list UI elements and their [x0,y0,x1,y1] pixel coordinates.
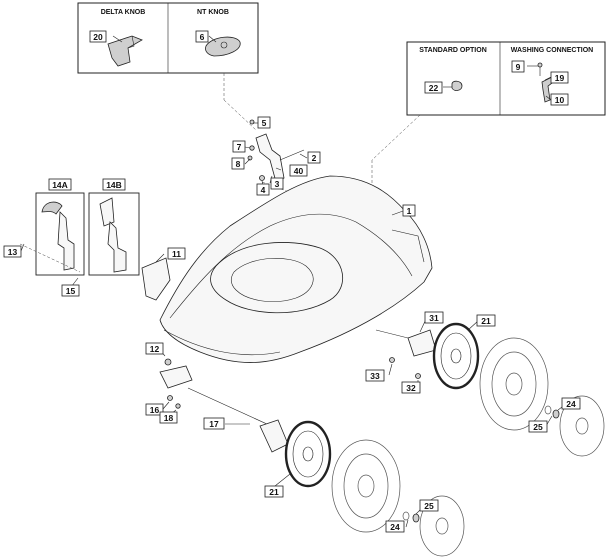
rear-hub-disc-21 [432,322,480,390]
rear-tire [479,337,549,431]
rear-axle-assembly [375,329,441,379]
svg-text:21: 21 [481,316,491,326]
svg-text:10: 10 [555,95,565,105]
height-adjuster-assembly [247,119,305,183]
callout-13: 13 [3,245,22,258]
callout-22: 22 [424,81,443,94]
svg-text:9: 9 [516,62,521,72]
svg-text:33: 33 [370,371,380,381]
callout-11: 11 [167,247,186,260]
svg-text:15: 15 [66,286,76,296]
svg-text:14B: 14B [106,180,122,190]
callout-21-rear: 21 [476,314,496,327]
svg-text:8: 8 [236,159,241,169]
svg-text:18: 18 [164,413,174,423]
svg-text:22: 22 [429,83,439,93]
rear-bracket-part-11 [141,257,171,301]
callout-17: 17 [203,417,225,430]
callout-4: 4 [256,183,270,196]
svg-text:31: 31 [429,313,439,323]
callout-12: 12 [145,342,164,355]
standard-washing-options-box: STANDARD OPTION WASHING CONNECTION [406,41,606,116]
callout-25-rear: 25 [528,420,548,433]
svg-text:24: 24 [390,522,400,532]
nt-knob-title: NT KNOB [197,9,229,16]
svg-text:20: 20 [93,32,103,42]
knob-14a-box [35,192,85,276]
svg-text:25: 25 [533,422,543,432]
callout-21-front: 21 [264,485,284,498]
svg-text:4: 4 [261,185,266,195]
callout-40: 40 [289,164,308,177]
svg-text:1: 1 [407,206,412,216]
callout-33: 33 [365,369,385,382]
svg-text:5: 5 [262,118,267,128]
callout-16: 16 [145,403,164,416]
callout-20: 20 [89,30,107,43]
callout-3: 3 [270,177,284,190]
svg-text:6: 6 [200,32,205,42]
svg-text:7: 7 [237,142,242,152]
callout-18: 18 [159,411,178,424]
svg-text:40: 40 [294,166,304,176]
svg-text:17: 17 [209,419,219,429]
standard-option-title: STANDARD OPTION [419,47,487,54]
svg-text:14A: 14A [52,180,68,190]
screw-part-9 [537,62,543,68]
svg-text:19: 19 [555,73,565,83]
callout-15: 15 [61,284,80,297]
svg-text:13: 13 [8,247,18,257]
svg-text:2: 2 [312,153,317,163]
svg-text:12: 12 [150,344,160,354]
callout-24-rear: 24 [561,397,581,410]
callout-31: 31 [424,311,444,324]
callout-5: 5 [257,116,271,129]
callout-14b: 14B [102,178,126,191]
plug-part-22 [451,80,463,91]
callout-19: 19 [550,71,569,84]
callout-8: 8 [231,157,245,170]
knob-options-box: DELTA KNOB NT KNOB [77,2,259,74]
callout-9: 9 [511,60,525,73]
svg-text:21: 21 [269,487,279,497]
callout-24-front: 24 [385,520,405,533]
knob-14b-box [88,192,140,276]
front-tire [331,439,401,533]
callout-32: 32 [401,381,421,394]
svg-text:32: 32 [406,383,416,393]
svg-text:24: 24 [566,399,576,409]
callout-6: 6 [195,30,209,43]
svg-text:3: 3 [275,179,280,189]
nt-knob-part [205,36,241,57]
callout-25-front: 25 [419,499,439,512]
callout-7: 7 [232,140,246,153]
delta-knob-title: DELTA KNOB [101,9,146,16]
svg-text:25: 25 [424,501,434,511]
callout-1: 1 [402,204,416,217]
svg-text:11: 11 [172,249,181,259]
callout-2: 2 [307,151,321,164]
front-hub-disc-21 [284,420,332,488]
mower-deck-part-1 [159,175,433,363]
svg-text:16: 16 [150,405,160,415]
washing-connection-title: WASHING CONNECTION [511,47,593,54]
rear-hubcap-24 [559,395,605,457]
callout-14a: 14A [48,178,72,191]
callout-10: 10 [550,93,569,106]
front-axle-assembly [159,358,289,453]
